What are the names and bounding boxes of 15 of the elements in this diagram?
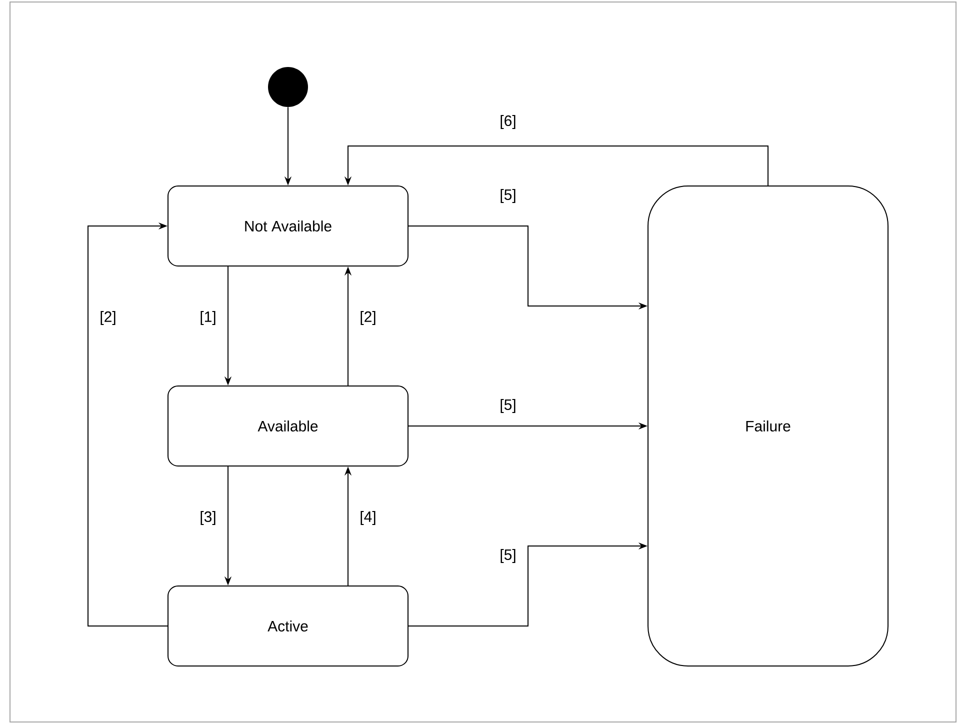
arrow [88, 222, 168, 626]
edge-label: [2] [100, 311, 116, 325]
edge-label: [5] [500, 549, 516, 563]
edge-label: [1] [200, 311, 216, 325]
edge-label: [3] [200, 511, 216, 525]
edge-label: [6] [500, 115, 516, 129]
edge-label: [5] [500, 399, 516, 413]
edge-label: [5] [500, 189, 516, 203]
state-box: Failure [648, 186, 888, 666]
edge-label: [2] [360, 311, 376, 325]
state-box: Available [168, 386, 408, 466]
state-box: Active [168, 586, 408, 666]
state-box: Not Available [168, 186, 408, 266]
edge-label: [4] [360, 511, 376, 525]
initial-state-dot [268, 67, 308, 107]
